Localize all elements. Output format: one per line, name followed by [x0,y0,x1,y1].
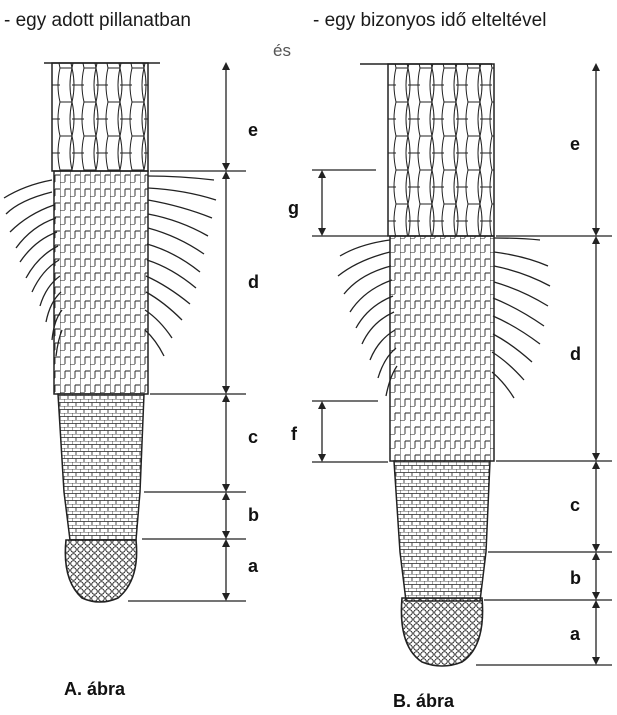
segment-label-a-b: b [248,505,259,525]
scale-b [476,67,612,665]
segment-label-b-b: b [570,568,581,588]
root-drawing-a [4,63,216,602]
segment-label-a-c: c [248,427,258,447]
segment-label-b-e: e [570,134,580,154]
marker-label-g: g [288,198,299,218]
segment-label-a-a: a [248,556,259,576]
caption-b: B. ábra [393,691,455,711]
header-right: - egy bizonyos idő elteltével [313,10,546,31]
side-markers-b [312,170,388,462]
header-conjunction: és [273,41,291,60]
caption-a: A. ábra [64,679,126,699]
root-drawing-b [338,64,550,666]
segment-label-b-c: c [570,495,580,515]
segment-label-b-d: d [570,344,581,364]
header-left: - egy adott pillanatban [4,10,191,31]
segment-label-a-d: d [248,272,259,292]
segment-label-b-a: a [570,624,581,644]
segment-label-a-e: e [248,120,258,140]
marker-label-f: f [291,424,298,444]
